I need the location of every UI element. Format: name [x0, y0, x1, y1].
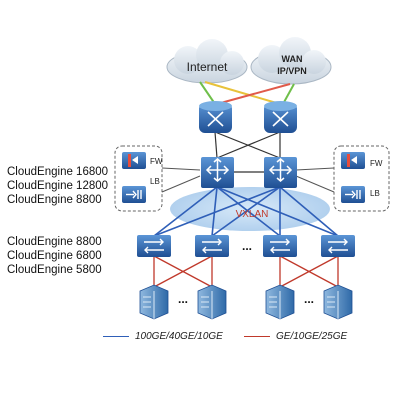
leaf-switch-1: [137, 235, 171, 257]
leaf-switch-3: [263, 235, 297, 257]
internet-cloud: Internet: [166, 39, 248, 84]
load-balancer-left: LB: [122, 177, 160, 203]
core-switch-icon: [205, 158, 230, 182]
core-tier-label-2: CloudEngine 12800: [7, 180, 109, 192]
firewall-right: FW: [341, 152, 383, 169]
leaf-ellipsis: ...: [242, 239, 252, 253]
internet-label: Internet: [187, 60, 228, 74]
core-switch-left: [201, 157, 234, 188]
load-balancer-right: LB: [341, 186, 380, 203]
router-icon: [207, 111, 224, 127]
server-rack-2: [197, 284, 227, 320]
lb-label: LB: [370, 189, 380, 198]
firewall-icon: [128, 154, 138, 167]
wan-cloud: WAN IP/VPN: [250, 37, 332, 85]
load-balancer-icon: [126, 190, 142, 199]
firewall-icon: [347, 154, 357, 167]
leaf-switch-icon: [202, 238, 222, 254]
core-tier-label-3: CloudEngine 8800: [7, 194, 102, 206]
server-ellipsis-right: ...: [304, 292, 314, 306]
server-ellipsis-left: ...: [178, 292, 188, 306]
wan-label: WAN: [282, 54, 303, 64]
core-switch-right: [264, 157, 297, 188]
server-rack-4: [323, 284, 353, 320]
access-tier-label-3: CloudEngine 5800: [7, 264, 102, 276]
fw-label: FW: [150, 157, 163, 166]
uplinks: [199, 81, 295, 105]
firewall-left: FW: [122, 152, 163, 169]
leaf-switch-icon: [144, 238, 164, 254]
router-icon: [272, 111, 289, 127]
red-link-swatch: [244, 335, 270, 337]
load-balancer-icon: [345, 190, 361, 199]
leaf-switch-icon: [328, 238, 348, 254]
router-to-core-links: [214, 131, 281, 159]
service-links: [161, 167, 335, 193]
legend-red-link: GE/10GE/25GE: [244, 331, 347, 342]
lb-label: LB: [150, 177, 160, 186]
server-rack-icon: [139, 284, 169, 320]
legend-red-label: GE/10GE/25GE: [276, 331, 348, 342]
service-box-right: [333, 145, 390, 212]
leaf-switch-2: [195, 235, 229, 257]
router-left: [199, 101, 232, 133]
server-rack-icon: [197, 284, 227, 320]
server-rack-icon: [323, 284, 353, 320]
blue-link-swatch: [103, 335, 129, 337]
leaf-switch-4: [321, 235, 355, 257]
service-box-left: [114, 145, 163, 212]
vxlan-label: VXLAN: [236, 209, 269, 220]
core-switch-icon: [268, 158, 293, 182]
access-tier-label-1: CloudEngine 8800: [7, 236, 102, 248]
access-tier-label-2: CloudEngine 6800: [7, 250, 102, 262]
leaf-switch-icon: [270, 238, 290, 254]
server-rack-1: [139, 284, 169, 320]
legend-blue-link: 100GE/40GE/10GE: [103, 331, 223, 342]
server-rack-3: [265, 284, 295, 320]
legend-blue-label: 100GE/40GE/10GE: [135, 331, 223, 342]
core-tier-label-1: CloudEngine 16800: [7, 166, 109, 178]
server-rack-icon: [265, 284, 295, 320]
router-right: [264, 101, 297, 133]
leaf-server-links: [153, 255, 339, 288]
wan-label-vpn: IP/VPN: [277, 66, 307, 76]
spine-leaf-links: [153, 171, 339, 237]
fw-label: FW: [370, 159, 383, 168]
